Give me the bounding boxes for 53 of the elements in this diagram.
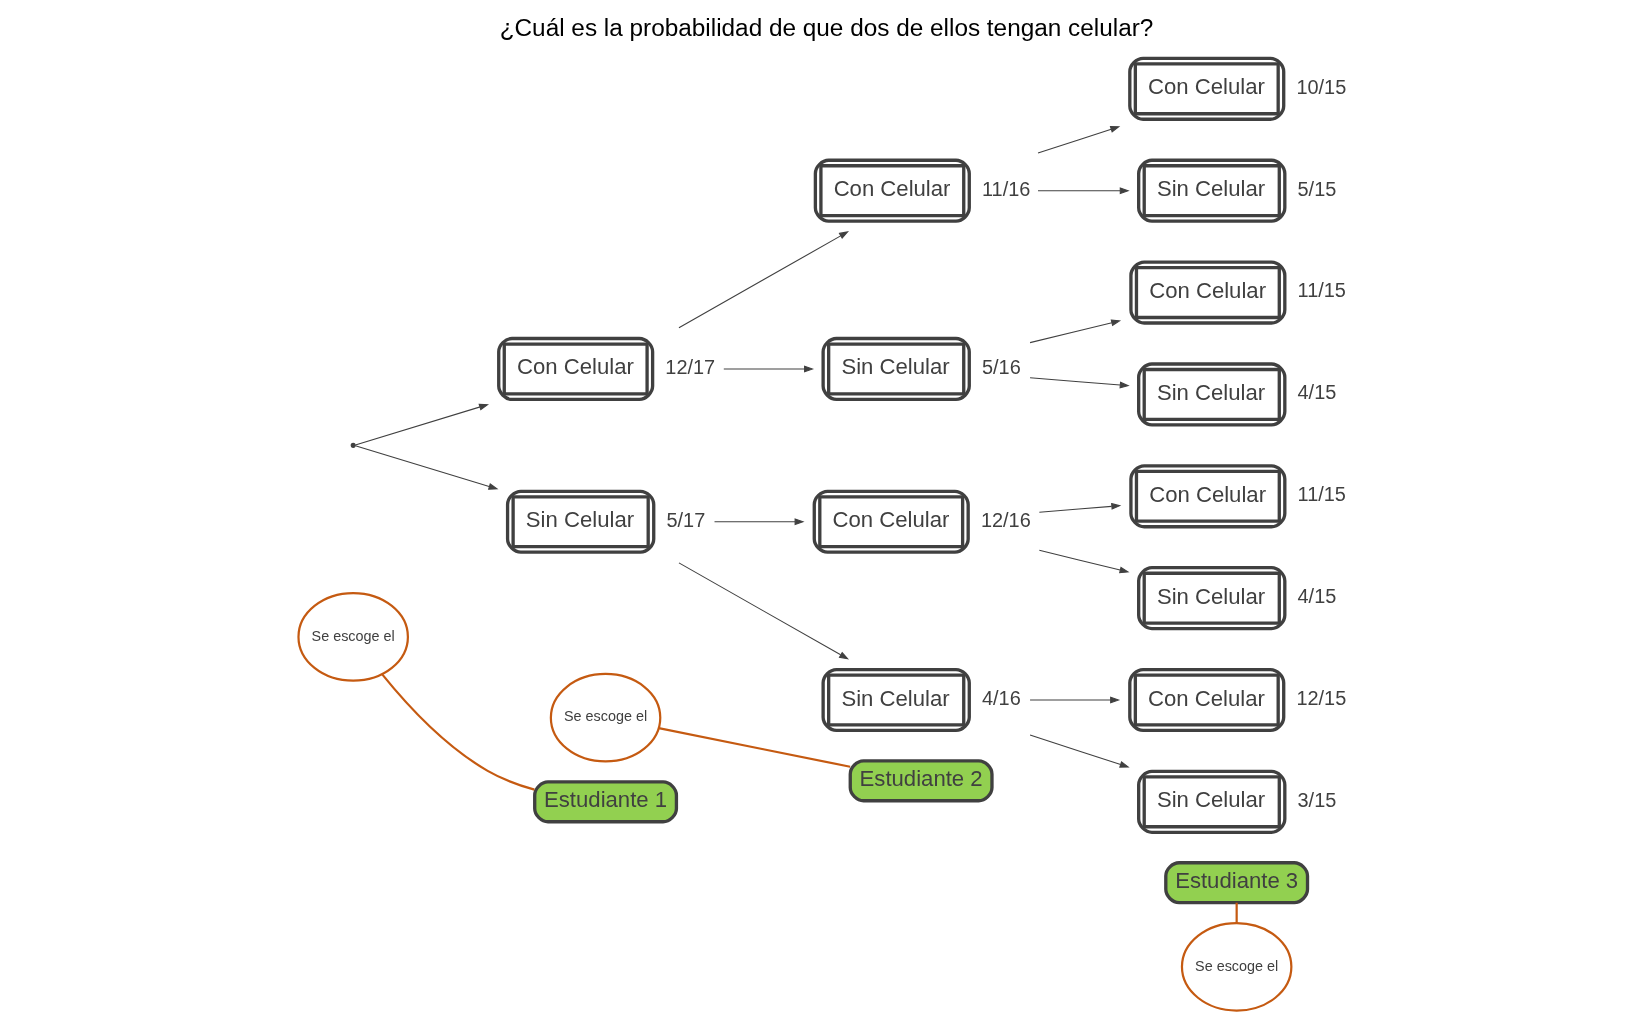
arrow (1036, 187, 1130, 195)
node-box: Con Celular (1128, 464, 1286, 529)
node-box: Con Celular (1127, 667, 1285, 733)
node-label: 11/15 (1297, 279, 1346, 302)
arrow (1029, 696, 1120, 704)
arrow (677, 562, 849, 660)
arrow (354, 445, 498, 490)
node-label: 12/15 (1295, 686, 1346, 709)
node-point (350, 442, 356, 448)
node-box: Estudiante 2 (848, 759, 994, 803)
connector (1235, 902, 1238, 923)
node-label: 4/15 (1297, 585, 1336, 608)
arrow (1029, 734, 1130, 768)
arrow (713, 518, 805, 526)
connector (658, 727, 850, 768)
node-box: Sin Celular (820, 667, 971, 733)
diagram-title: ¿Cuál es la probabilidad de que dos de ellos tengan celular? (499, 14, 1153, 42)
node-label: 5/15 (1297, 177, 1336, 200)
node-box: Sin Celular (1136, 566, 1286, 631)
node-box: Con Celular (1127, 56, 1285, 121)
arrow (354, 403, 489, 446)
node-box: Sin Celular (1136, 158, 1286, 223)
node-box: Sin Celular (1136, 769, 1286, 834)
node-box: Estudiante 3 (1163, 861, 1309, 905)
node-box: Con Celular (1128, 260, 1286, 325)
connector (380, 673, 535, 791)
node-label: 5/17 (665, 508, 705, 531)
arrow (1029, 319, 1121, 344)
node-label: 12/16 (980, 508, 1031, 531)
node-label: 4/16 (981, 686, 1021, 709)
node-box: Sin Celular (820, 336, 971, 402)
node-label: 11/16 (981, 177, 1030, 200)
node-box: Estudiante 1 (532, 780, 678, 824)
node-ellipse: Se escoge el (296, 592, 409, 682)
node-box: Sin Celular (1136, 362, 1286, 427)
node-box: Con Celular (813, 158, 971, 223)
arrow (1036, 126, 1120, 154)
node-box: Con Celular (496, 336, 654, 402)
node-label: 10/15 (1295, 75, 1346, 98)
node-label: 5/16 (981, 355, 1021, 378)
node-label: 12/17 (664, 355, 715, 378)
node-ellipse: Se escoge el (1180, 922, 1292, 1012)
node-label: 11/15 (1297, 483, 1346, 506)
node-box: Con Celular (812, 489, 970, 554)
node-label: 3/15 (1297, 788, 1336, 811)
node-box: Sin Celular (505, 489, 655, 554)
node-label: 4/15 (1297, 381, 1336, 404)
arrow (677, 231, 849, 329)
arrow (1038, 502, 1121, 513)
arrow (1038, 549, 1130, 574)
node-ellipse: Se escoge el (549, 672, 661, 763)
arrow (1029, 377, 1130, 389)
arrow (722, 365, 814, 373)
